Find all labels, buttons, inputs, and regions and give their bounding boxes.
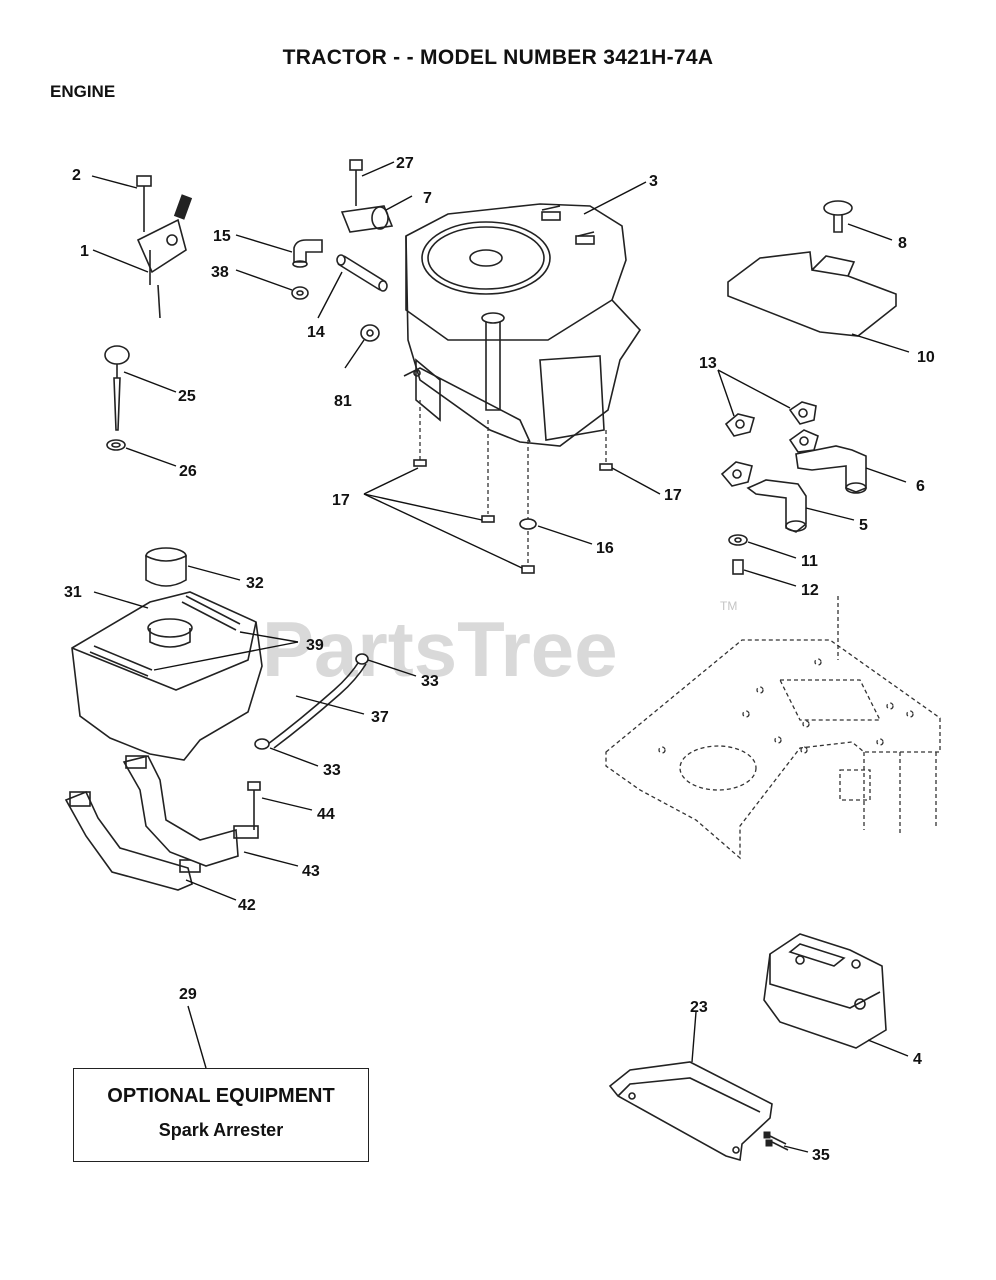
callout-4: 4 xyxy=(913,1051,922,1068)
bracket-43-part[interactable] xyxy=(122,755,259,867)
callout-35: 35 xyxy=(812,1147,830,1164)
callout-27: 27 xyxy=(396,155,414,172)
callout-15: 15 xyxy=(213,228,231,245)
tractor-frame-part[interactable] xyxy=(605,596,941,860)
watermark-tm: TM xyxy=(720,599,737,613)
callout-33-top: 33 xyxy=(421,673,439,690)
callout-25: 25 xyxy=(178,388,196,405)
fuel-line-37-part[interactable] xyxy=(267,659,367,749)
callout-6: 6 xyxy=(916,478,925,495)
optional-equipment-title: OPTIONAL EQUIPMENT xyxy=(107,1085,335,1107)
callout-17-right: 17 xyxy=(664,487,682,504)
hose-14-part[interactable] xyxy=(336,254,388,292)
callout-43: 43 xyxy=(302,863,320,880)
gasket-13-part[interactable] xyxy=(720,401,819,487)
callout-2: 2 xyxy=(72,167,81,184)
optional-equipment-box: OPTIONAL EQUIPMENT Spark Arrester xyxy=(73,1068,369,1162)
callout-29: 29 xyxy=(179,986,197,1003)
exhaust-pipe-6-part[interactable] xyxy=(795,445,867,494)
callout-8: 8 xyxy=(898,235,907,252)
page-title: TRACTOR - - MODEL NUMBER 3421H-74A xyxy=(282,46,714,69)
leader-lines xyxy=(91,161,910,1153)
elbow-15-part[interactable] xyxy=(292,239,323,268)
dipstick-25-part[interactable] xyxy=(104,345,130,431)
callout-17-left: 17 xyxy=(332,492,350,509)
bolt-12-part[interactable] xyxy=(732,559,744,575)
fuel-tank-31-part[interactable] xyxy=(71,591,263,761)
clamp-33-part[interactable] xyxy=(254,653,369,750)
callout-5: 5 xyxy=(859,517,868,534)
callout-39: 39 xyxy=(306,637,324,654)
callout-3: 3 xyxy=(649,173,658,190)
screw-44-part[interactable] xyxy=(247,781,261,830)
callout-1: 1 xyxy=(80,243,89,260)
screws-35-part[interactable] xyxy=(763,1131,789,1151)
heat-shield-23-part[interactable] xyxy=(608,1061,773,1162)
callout-42: 42 xyxy=(238,897,256,914)
callout-10: 10 xyxy=(917,349,935,366)
callout-7: 7 xyxy=(423,190,432,207)
callout-23: 23 xyxy=(690,999,708,1016)
bolt-2-part[interactable] xyxy=(136,175,152,232)
screw-27-part[interactable] xyxy=(349,159,363,206)
callout-14: 14 xyxy=(307,324,325,341)
washer-16-part[interactable] xyxy=(519,518,537,530)
washer-11-part[interactable] xyxy=(728,534,748,546)
callout-11: 11 xyxy=(801,553,818,570)
exhaust-pipe-5-part[interactable] xyxy=(746,479,807,533)
callout-44: 44 xyxy=(317,806,335,823)
callout-81: 81 xyxy=(334,393,352,410)
throttle-control-part[interactable] xyxy=(136,194,193,319)
callout-37: 37 xyxy=(371,709,389,726)
optional-equipment-item: Spark Arrester xyxy=(158,1120,284,1140)
cover-10-part[interactable] xyxy=(727,251,897,337)
knob-8-part[interactable] xyxy=(823,200,853,233)
muffler-4-part[interactable] xyxy=(763,933,887,1049)
callout-32: 32 xyxy=(246,575,264,592)
callouts: 2 1 15 38 14 81 27 7 3 8 10 13 6 5 11 12… xyxy=(64,155,935,1164)
watermark: PartsTree xyxy=(262,605,618,693)
callout-12: 12 xyxy=(801,582,819,599)
grommet-38-part[interactable] xyxy=(291,286,309,300)
callout-16: 16 xyxy=(596,540,614,557)
callout-38: 38 xyxy=(211,264,229,281)
callout-26: 26 xyxy=(179,463,197,480)
callout-31: 31 xyxy=(64,584,82,601)
washer-81-part[interactable] xyxy=(360,324,380,342)
callout-13: 13 xyxy=(699,355,717,372)
clamp-7-part[interactable] xyxy=(340,205,394,233)
grommet-26-part[interactable] xyxy=(106,439,126,451)
fuel-cap-32-part[interactable] xyxy=(145,547,187,587)
engine-3-part[interactable] xyxy=(403,203,642,447)
callout-33-bottom: 33 xyxy=(323,762,341,779)
section-heading: ENGINE xyxy=(50,82,116,101)
bolt-17-part[interactable] xyxy=(413,400,613,574)
